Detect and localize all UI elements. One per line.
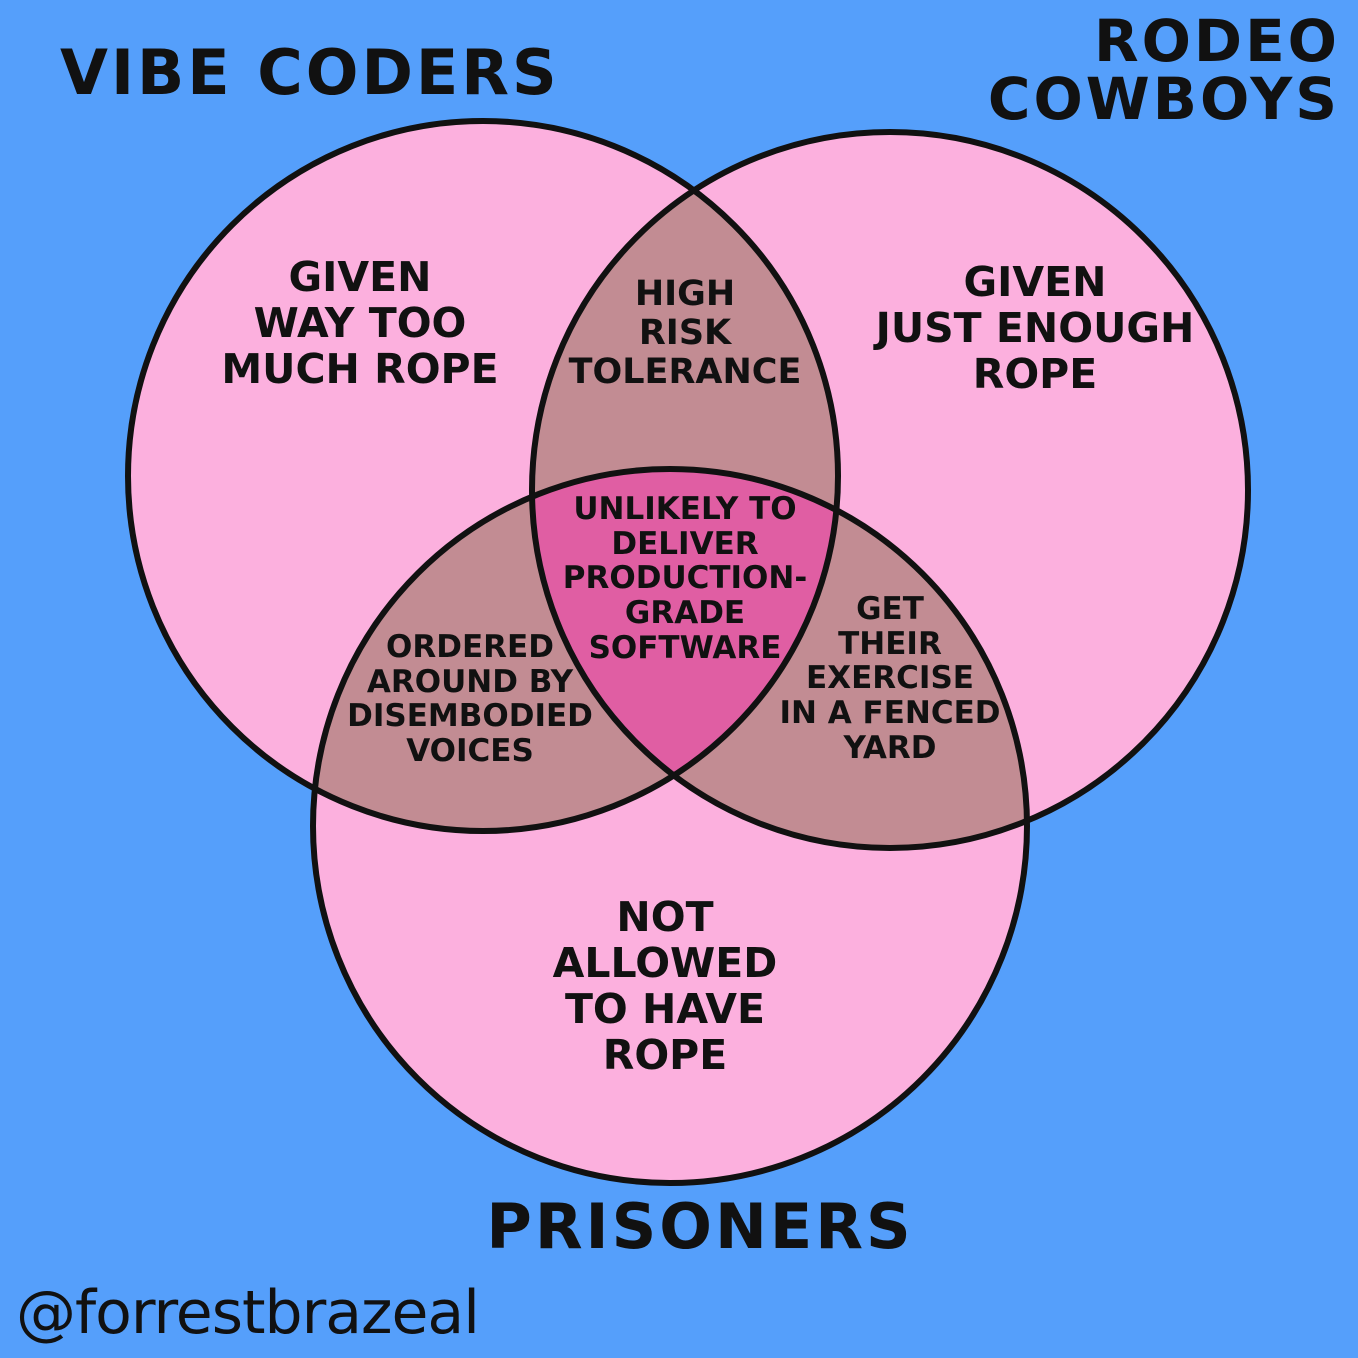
region-prisoners-only: NOT ALLOWED TO HAVE ROPE — [552, 893, 778, 1079]
region-rodeo-only: GIVEN JUST ENOUGH ROPE — [875, 258, 1195, 398]
circle-fills — [128, 121, 1248, 1183]
region-vibe-rodeo: HIGH RISK TOLERANCE — [568, 274, 802, 393]
circle-prisoners-outline — [310, 466, 1030, 1186]
region-vibe-only: GIVEN WAY TOO MUCH ROPE — [221, 253, 499, 393]
circle-vibe-coders-outline — [125, 118, 841, 834]
region-rodeo-prisoners: GET THEIR EXERCISE IN A FENCED YARD — [779, 591, 1001, 766]
artist-credit: @forrestbrazeal — [16, 1278, 480, 1348]
circle-outlines — [125, 118, 1251, 1186]
set-title-vibe-coders: VIBE CODERS — [60, 36, 560, 109]
region-all-three: UNLIKELY TO DELIVER PRODUCTION- GRADE SO… — [562, 491, 808, 666]
region-vibe-prisoners: ORDERED AROUND BY DISEMBODIED VOICES — [347, 629, 593, 770]
set-title-rodeo-cowboys: RODEO COWBOYS — [987, 7, 1340, 133]
circle-rodeo-cowboys-outline — [529, 129, 1251, 851]
set-title-prisoners: PRISONERS — [486, 1190, 914, 1263]
